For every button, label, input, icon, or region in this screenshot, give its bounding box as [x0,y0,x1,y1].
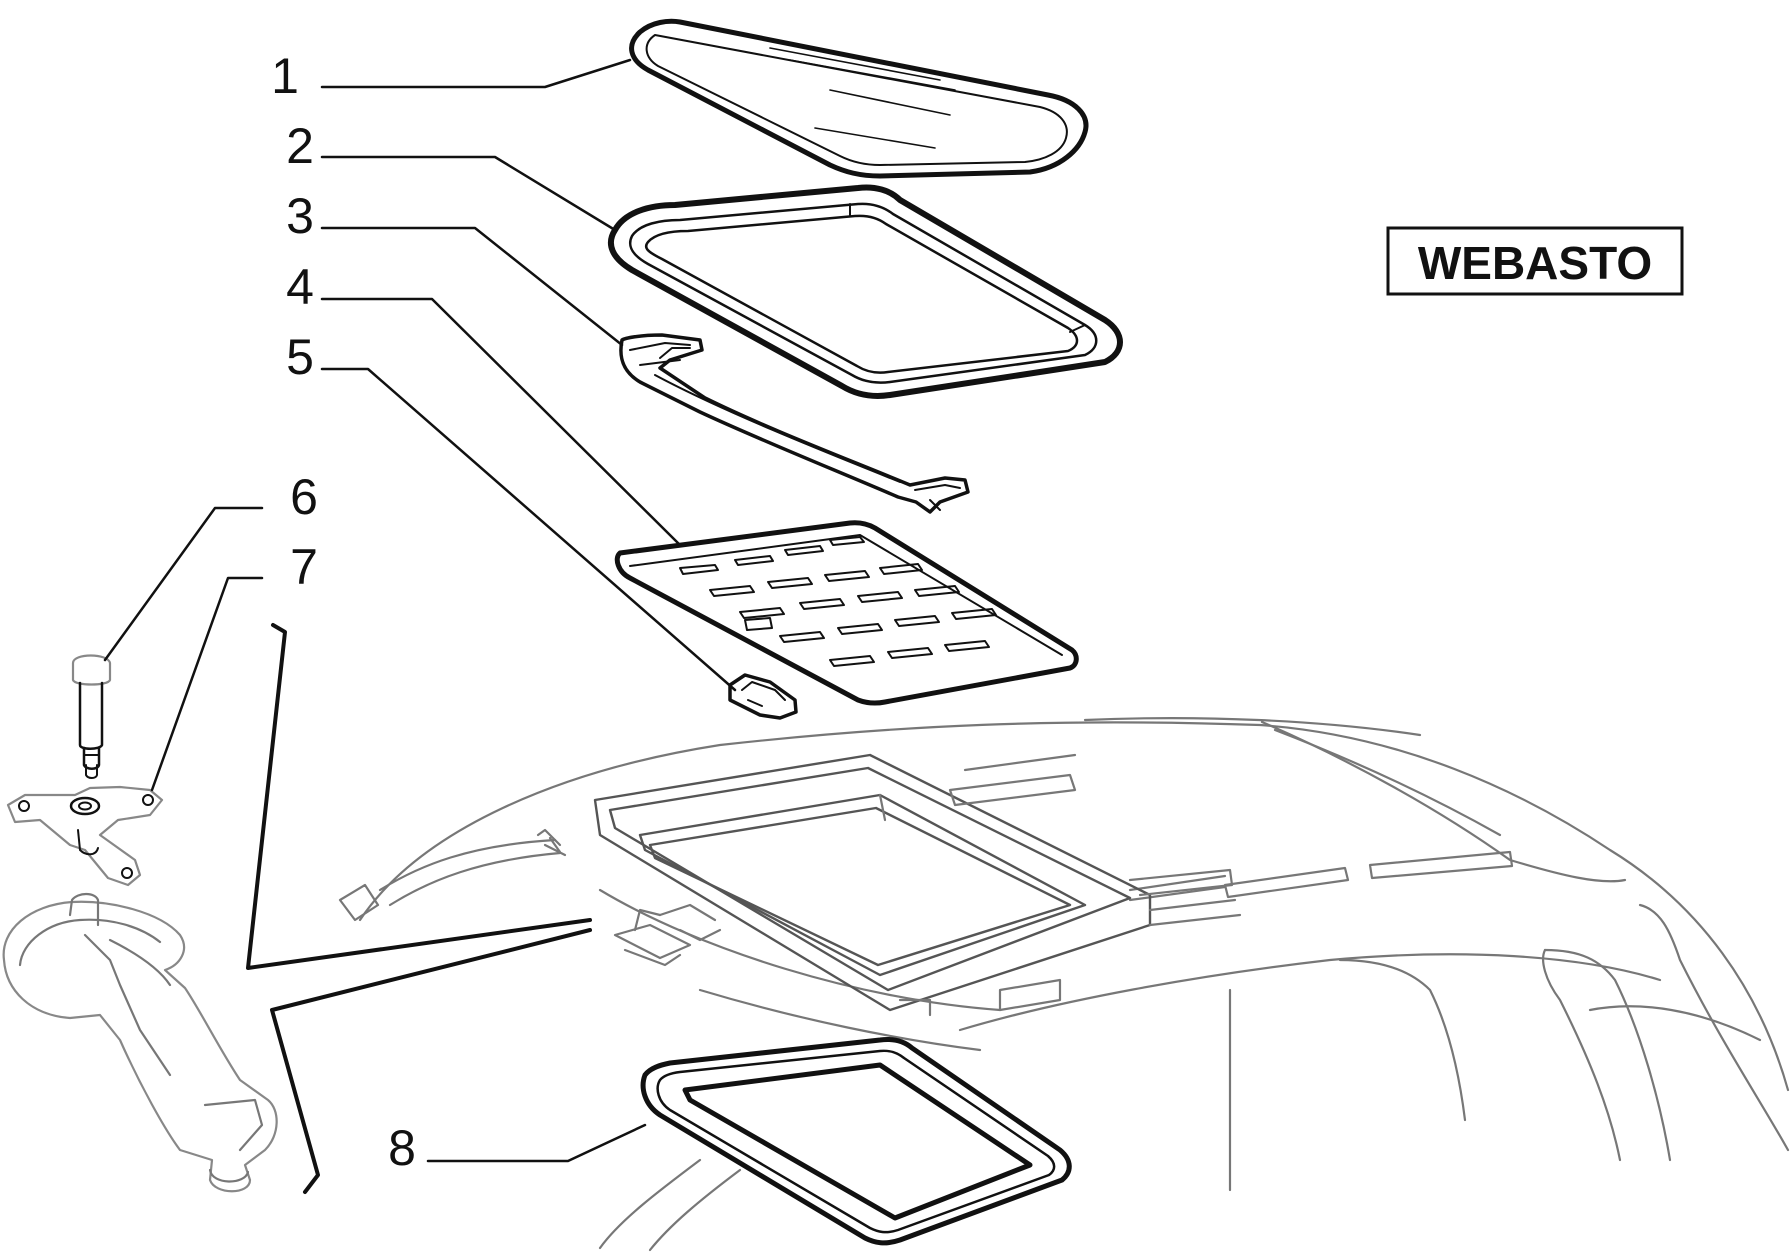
assembly-bracket [246,623,592,1194]
callout-1: 1 [271,48,299,104]
callout-5: 5 [286,329,314,385]
glass-panel-part [629,18,1089,179]
inner-trim-seal-part [640,1037,1072,1246]
leader-lines [103,58,737,1163]
clip-part [728,673,798,720]
callout-labels: 1 2 3 4 5 6 7 8 [271,48,416,1176]
brand-label: WEBASTO [1418,237,1652,289]
bracket-part [6,785,164,887]
panel-seal-frame-part [608,184,1123,399]
car-roof-outline [338,717,1790,1252]
wind-deflector-part [619,333,970,514]
callout-8: 8 [388,1120,416,1176]
crank-handle [2,892,278,1193]
pin-part [71,654,112,779]
callout-6: 6 [290,469,318,525]
callout-2: 2 [286,118,314,174]
brand-label-box: WEBASTO [1386,226,1684,296]
callout-7: 7 [290,539,318,595]
sunshade-panel-part [614,520,1079,706]
callout-3: 3 [286,188,314,244]
callout-4: 4 [286,259,314,315]
sunroof-frame-installed [536,753,1242,1017]
